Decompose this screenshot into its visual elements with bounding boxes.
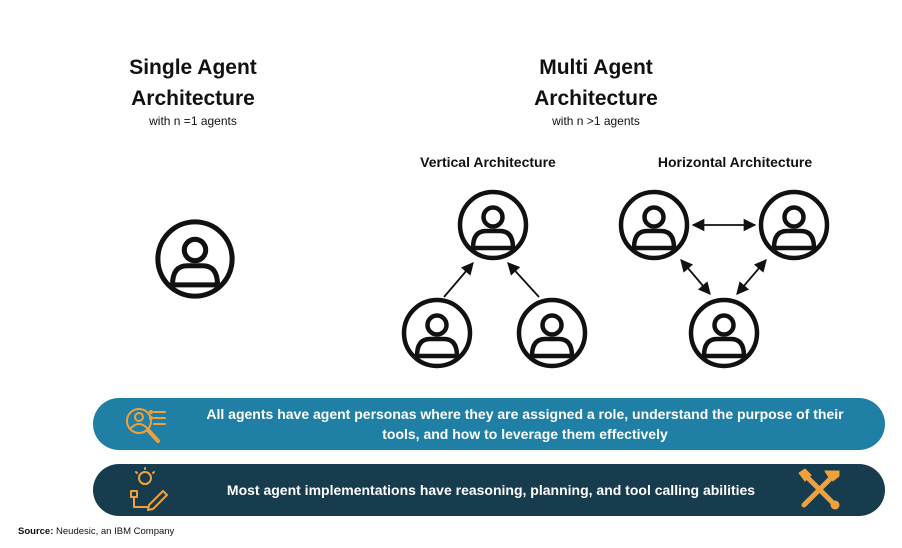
horizontal-right-arrow xyxy=(736,259,767,295)
personas-banner: All agents have agent personas where the… xyxy=(93,398,885,450)
multi-agent-title-line2: Architecture xyxy=(534,87,658,110)
vertical-left-arrow xyxy=(443,262,474,298)
horizontal-bottom-agent-icon xyxy=(691,300,757,366)
reasoning-banner-text: Most agent implementations have reasonin… xyxy=(226,482,756,498)
horizontal-architecture-label: Horizontal Architecture xyxy=(657,154,813,170)
persona-search-icon xyxy=(126,408,166,443)
idea-planning-icon xyxy=(130,467,168,511)
architecture-diagram xyxy=(0,0,902,390)
vertical-architecture-label: Vertical Architecture xyxy=(420,154,556,170)
multi-agent-title: Multi Agent Architecture xyxy=(496,52,696,114)
horizontal-left-arrow xyxy=(680,259,711,295)
horizontal-left-agent-icon xyxy=(621,192,687,258)
single-agent-icon xyxy=(158,222,232,296)
personas-banner-line2: tools, and how to leverage them effectiv… xyxy=(382,426,668,442)
multi-agent-title-line1: Multi Agent xyxy=(539,56,653,79)
vertical-top-agent-icon xyxy=(460,192,526,258)
horizontal-right-agent-icon xyxy=(761,192,827,258)
vertical-right-agent-icon xyxy=(519,300,585,366)
single-agent-title-line2: Architecture xyxy=(131,87,255,110)
personas-banner-line1: All agents have agent personas where the… xyxy=(206,406,844,422)
single-agent-title-line1: Single Agent xyxy=(129,56,257,79)
source-text: Neudesic, an IBM Company xyxy=(56,526,175,537)
single-agent-subtitle: with n =1 agents xyxy=(149,114,237,128)
reasoning-banner: Most agent implementations have reasonin… xyxy=(93,464,885,516)
vertical-right-arrow xyxy=(507,262,540,298)
source-label: Source: xyxy=(18,526,54,537)
multi-agent-subtitle: with n >1 agents xyxy=(552,114,640,128)
source-note: Source: Neudesic, an IBM Company xyxy=(18,526,174,537)
personas-banner-text: All agents have agent personas where the… xyxy=(175,404,875,444)
single-agent-title: Single Agent Architecture xyxy=(93,52,293,114)
vertical-left-agent-icon xyxy=(404,300,470,366)
tools-icon xyxy=(798,468,840,510)
